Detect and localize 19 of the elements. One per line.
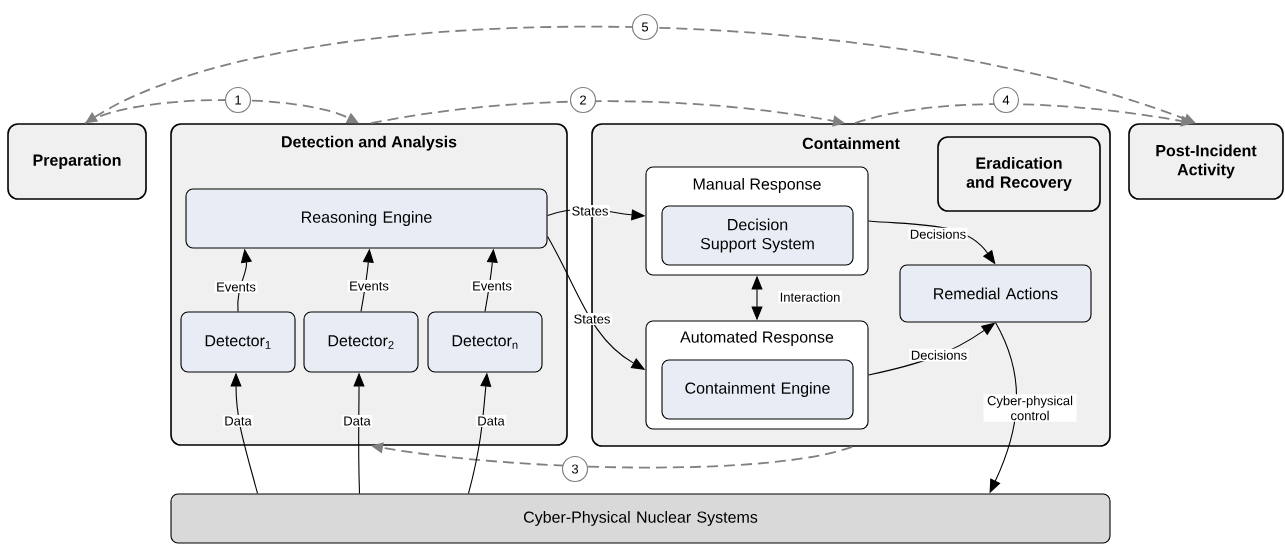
step-number: 2 [569, 86, 597, 114]
process-box: Detector$_{2}$ [303, 311, 419, 373]
phase-box: Preparation [7, 123, 147, 200]
phase-box: Post-Incident Activity [1128, 123, 1284, 200]
process-box: Remedial Actions [899, 264, 1092, 323]
phase-box: Eradication and Recovery [937, 136, 1101, 212]
process-box: Containment Engine [661, 359, 854, 420]
step-number: 4 [992, 86, 1020, 114]
edge-label: States [570, 204, 610, 218]
step-number: 1 [224, 86, 252, 114]
edge-label: Cyber-physical control [983, 394, 1077, 422]
process-box: Detector$_{1}$ [180, 311, 296, 373]
step-number: 5 [631, 13, 659, 41]
process-box: Reasoning Engine [185, 188, 548, 249]
edge-label: States [572, 312, 612, 326]
process-box: Decision Support System [661, 205, 854, 266]
system-bar: Cyber-Physical Nuclear Systems [170, 493, 1111, 544]
step-number: 3 [561, 455, 589, 483]
process-box: Detector$_{n}$ [427, 311, 543, 373]
